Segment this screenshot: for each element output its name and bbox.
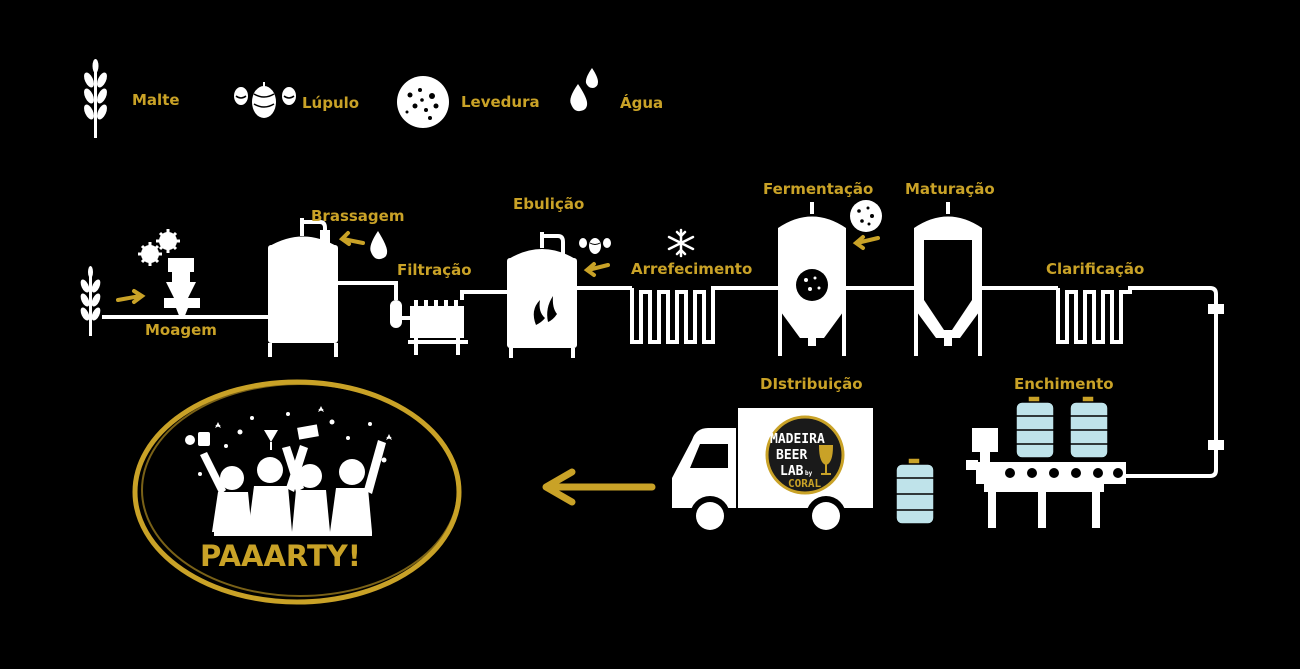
pipe-joints — [1208, 304, 1224, 450]
arrow-icon — [542, 468, 656, 506]
filter-icon — [390, 300, 468, 355]
logo-line-2: BEER — [776, 448, 807, 463]
malt-wheat-icon — [84, 59, 107, 138]
hops-icon — [234, 82, 296, 118]
legend-malt-label: Malte — [132, 91, 180, 109]
step-boiling-label: Ebulição — [513, 195, 584, 213]
fermenter-icon — [778, 202, 846, 356]
yeast-icon — [397, 76, 449, 128]
keg-icon — [1015, 395, 1055, 459]
arrow-icon — [583, 262, 610, 277]
arrow-icon — [116, 289, 146, 304]
water-drop-icon — [370, 231, 388, 260]
mill-icon — [138, 229, 200, 318]
milling-wheat-icon — [80, 266, 101, 336]
logo-brand: CORAL — [788, 477, 821, 490]
legend-hops-label: Lúpulo — [302, 94, 359, 112]
hops-icon — [579, 238, 611, 254]
party-circle — [132, 379, 462, 605]
boil-kettle-icon — [507, 232, 577, 358]
logo-by: by — [805, 470, 813, 477]
step-distribution-label: DIstribuição — [760, 375, 863, 393]
process-pipe — [102, 281, 1218, 478]
maturation-tank-icon — [914, 202, 982, 356]
keg-icon — [1069, 395, 1109, 459]
party-label: PAAARTY! — [200, 539, 361, 573]
water-drop-icon — [570, 68, 598, 112]
legend-yeast-label: Levedura — [461, 93, 540, 111]
arrow-icon — [852, 235, 880, 250]
keg-icon — [895, 457, 935, 525]
step-filtration-label: Filtração — [397, 261, 472, 279]
arrow-icon — [338, 231, 365, 246]
logo-line-3: LAB — [780, 464, 804, 479]
step-cooling-label: Arrefecimento — [631, 260, 752, 278]
step-fermentation-label: Fermentação — [763, 180, 873, 198]
flame-icon — [533, 296, 557, 325]
step-filling-label: Enchimento — [1014, 375, 1114, 393]
truck-icon — [672, 408, 873, 536]
logo-line-1: MADEIRA — [770, 432, 825, 447]
people-celebrating-icon — [185, 406, 392, 536]
filling-conveyor-icon — [966, 428, 1126, 528]
step-clarification-label: Clarificação — [1046, 260, 1144, 278]
mash-tun-icon — [268, 218, 338, 357]
madeira-beer-lab-logo: MADEIRA BEER LAB by CORAL — [770, 432, 834, 490]
yeast-icon — [850, 200, 882, 232]
beer-glass-icon — [818, 445, 834, 475]
snowflake-icon — [667, 228, 695, 258]
step-mashing-label: Brassagem — [311, 207, 404, 225]
legend-water-label: Água — [620, 93, 663, 112]
legend: Malte Lúpulo Levedura — [84, 59, 663, 138]
step-maturation-label: Maturação — [905, 180, 995, 198]
step-milling-label: Moagem — [145, 321, 217, 339]
